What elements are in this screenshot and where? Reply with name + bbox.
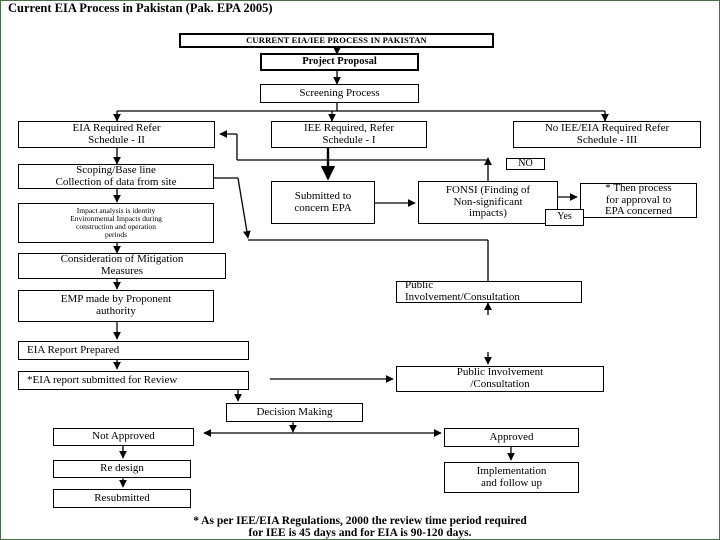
slide-title: Current EIA Process in Pakistan (Pak. EP…: [8, 1, 273, 15]
then-process-box: * Then process for approval to EPA conce…: [580, 182, 697, 218]
decision-making-box: Decision Making: [226, 403, 363, 422]
no-iee-eia-box: No IEE/EIA Required Refer Schedule - III: [513, 121, 701, 148]
iee-required-box: IEE Required, Refer Schedule - I: [271, 121, 427, 148]
footnote-line-1: * As per IEE/EIA Regulations, 2000 the r…: [193, 515, 527, 527]
project-proposal-box: Project Proposal: [260, 53, 419, 71]
submitted-epa-box: Submitted to concern EPA: [271, 181, 375, 224]
public-involvement-box-2: Public Involvement /Consultation: [396, 366, 604, 392]
public-involvement-box-1: Public Involvement/Consultation: [396, 280, 582, 303]
footnote-line-2: for IEE is 45 days and for EIA is 90-120…: [248, 527, 472, 539]
scoping-box: Scoping/Base line Collection of data fro…: [18, 164, 214, 189]
emp-box: EMP made by Proponent authority: [18, 290, 214, 322]
approved-box: Approved: [444, 428, 579, 447]
yes-label-box: Yes: [545, 209, 584, 226]
redesign-box: Re design: [53, 460, 191, 478]
not-approved-box: Not Approved: [53, 428, 194, 446]
implementation-box: Implementation and follow up: [444, 462, 579, 493]
impact-analysis-box: Impact analysis is identity Environmenta…: [18, 203, 214, 243]
eia-report-prepared-box: EIA Report Prepared: [18, 341, 249, 360]
connector-scoping-down: [237, 177, 251, 239]
fonsi-box: FONSI (Finding of Non-significant impact…: [418, 181, 558, 224]
resubmitted-box: Resubmitted: [53, 489, 191, 508]
screening-process-box: Screening Process: [260, 84, 419, 103]
eia-report-submitted-box: *EIA report submitted for Review: [18, 371, 249, 390]
no-label-box: NO: [506, 158, 545, 170]
eia-required-box: EIA Required Refer Schedule - II: [18, 121, 215, 148]
mitigation-box: Consideration of Mitigation Measures: [18, 253, 226, 279]
header-box: CURRENT EIA/IEE PROCESS IN PAKISTAN: [179, 33, 494, 48]
